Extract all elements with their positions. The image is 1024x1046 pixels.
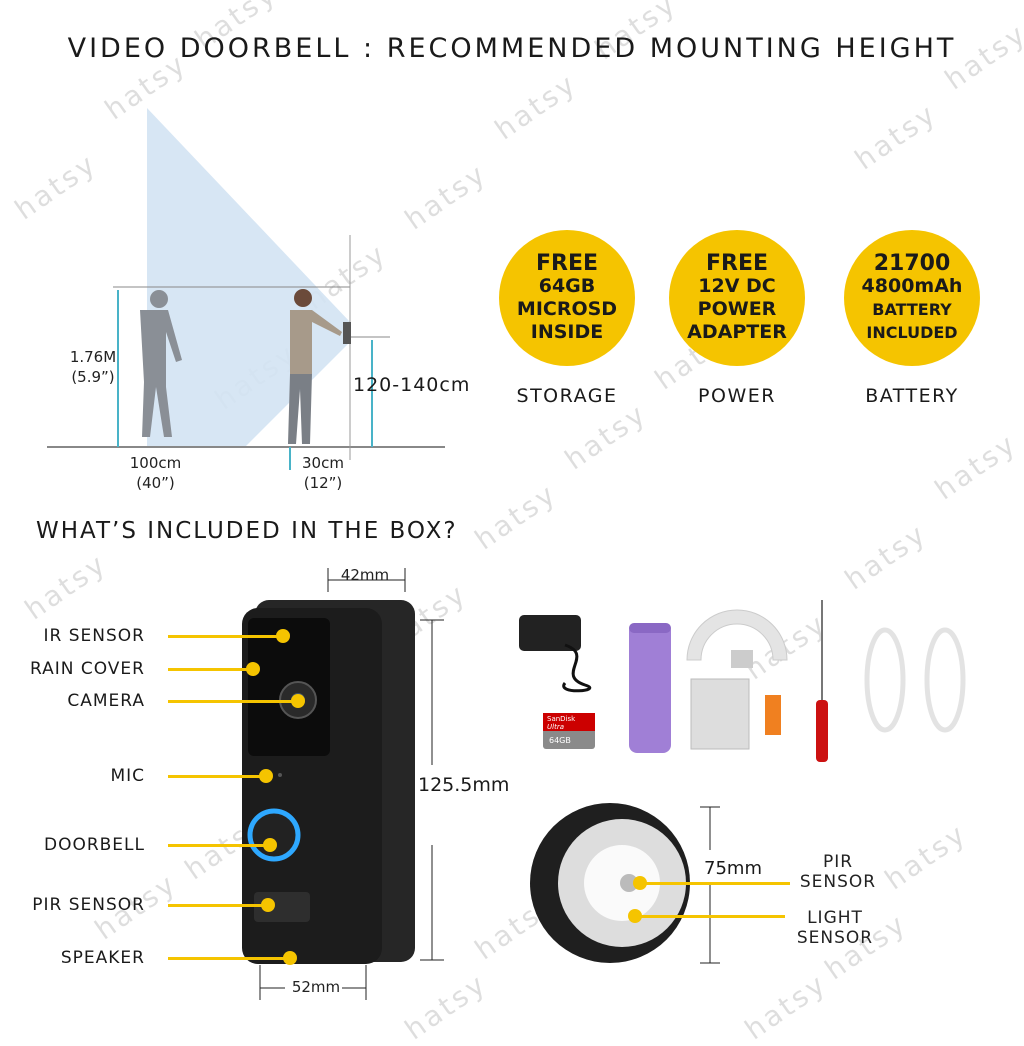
callout-dot bbox=[276, 629, 290, 643]
callout-dot bbox=[263, 838, 277, 852]
callout-dot bbox=[291, 694, 305, 708]
doorbell-label: PIR SENSOR bbox=[32, 895, 145, 915]
feature-caption: BATTERY bbox=[865, 385, 959, 407]
feature-caption: STORAGE bbox=[516, 385, 618, 407]
usb-cables bbox=[864, 627, 966, 733]
wire-connector bbox=[765, 695, 781, 735]
microsd-card: SanDisk Ultra 64GB bbox=[543, 713, 595, 749]
doorbell-label: DOORBELL bbox=[43, 835, 145, 855]
callout-dot bbox=[283, 951, 297, 965]
chime-pir-label: PIR SENSOR bbox=[799, 852, 877, 892]
callout-dot bbox=[246, 662, 260, 676]
feature-caption: POWER bbox=[698, 385, 776, 407]
sd-line: Ultra bbox=[547, 723, 564, 731]
screwdriver bbox=[816, 600, 828, 762]
doorbell-label: SPEAKER bbox=[60, 948, 145, 968]
watermark: hatsy bbox=[848, 96, 944, 177]
camera-view-cone bbox=[147, 108, 350, 447]
watermark: hatsy bbox=[928, 426, 1024, 507]
person-far bbox=[140, 290, 182, 437]
doorbell-label: RAIN COVER bbox=[29, 659, 145, 679]
distance-far-label: 100cm(40”) bbox=[129, 454, 182, 492]
accessories: SanDisk Ultra 64GB bbox=[519, 600, 966, 762]
watermark: hatsy bbox=[488, 66, 584, 147]
chime-light-label: LIGHT SENSOR bbox=[796, 908, 874, 948]
height-dimension: 125.5mm bbox=[418, 774, 510, 796]
distance-near-label: 30cm(12”) bbox=[302, 454, 344, 492]
person-height-label: 1.76M(5.9”) bbox=[69, 348, 117, 386]
sd-capacity: 64GB bbox=[549, 736, 571, 745]
power-adapter bbox=[519, 615, 592, 693]
doorbell-mount bbox=[343, 322, 351, 344]
depth-dimension: 42mm bbox=[340, 566, 390, 584]
chime-device bbox=[530, 803, 720, 964]
mount-height-label: 120-140cm bbox=[353, 374, 471, 396]
doorbell-label: MIC bbox=[110, 766, 145, 786]
page-title: VIDEO DOORBELL : RECOMMENDED MOUNTING HE… bbox=[67, 33, 957, 64]
doorbell-device bbox=[242, 568, 444, 1000]
sd-brand: SanDisk bbox=[547, 715, 576, 723]
watermark: hatsy bbox=[838, 516, 934, 597]
mounting-bracket bbox=[686, 609, 788, 661]
box-title: WHAT’S INCLUDED IN THE BOX? bbox=[36, 518, 458, 544]
doorbell-label: IR SENSOR bbox=[43, 626, 145, 646]
person-near bbox=[288, 289, 342, 444]
watermark: hatsy bbox=[558, 396, 654, 477]
chime-diameter: 75mm bbox=[704, 858, 762, 879]
watermark: hatsy bbox=[468, 476, 564, 557]
screw-bag bbox=[690, 678, 750, 750]
doorbell-label: CAMERA bbox=[67, 691, 145, 711]
mounting-height-diagram bbox=[47, 108, 445, 470]
doorbell-button-ring bbox=[247, 808, 301, 862]
battery bbox=[629, 623, 671, 753]
watermark: hatsy bbox=[18, 546, 114, 627]
callout-dot bbox=[259, 769, 273, 783]
width-dimension: 52mm bbox=[291, 978, 341, 996]
callout-dot bbox=[261, 898, 275, 912]
watermark: hatsy bbox=[878, 816, 974, 897]
watermark: hatsy bbox=[738, 966, 834, 1046]
